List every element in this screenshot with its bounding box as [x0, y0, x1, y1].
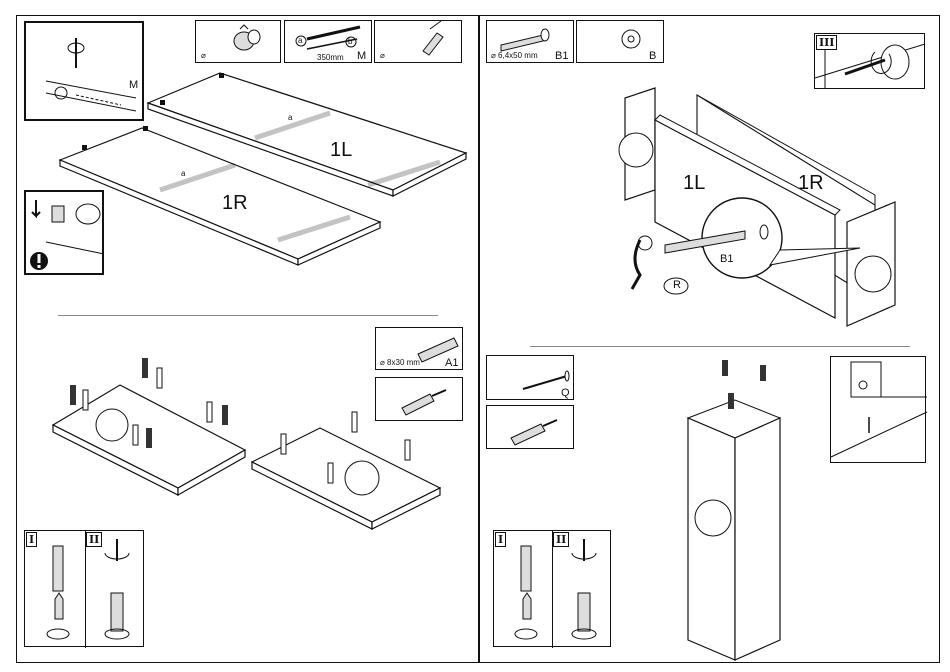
- detail-box-nail: [830, 356, 926, 463]
- nail-detail-illustration: [831, 357, 927, 464]
- cam-bolt-steps-right-illustration: [494, 531, 612, 648]
- step-box-cam-bolt-right: I II: [493, 530, 611, 647]
- step-2-badge-right: II: [553, 532, 569, 547]
- step-1-badge-right: I: [495, 532, 506, 547]
